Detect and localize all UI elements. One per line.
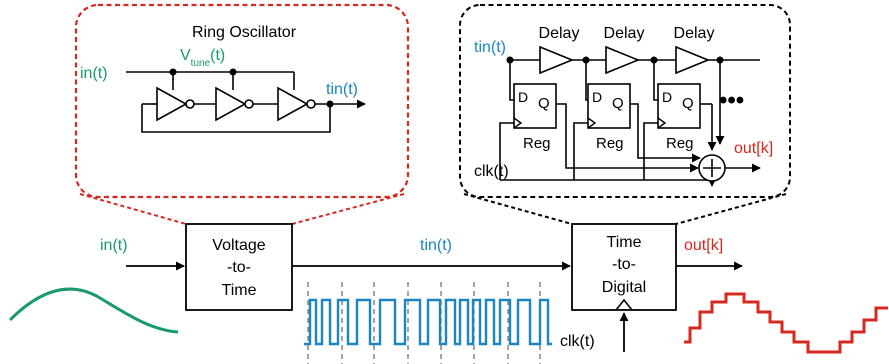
tdc-detail-frame bbox=[459, 4, 791, 198]
input-sine-wave bbox=[8, 287, 179, 334]
tdc-clock-label: clk(t) bbox=[474, 163, 509, 180]
delay-buffer-icon bbox=[675, 45, 711, 75]
svg-text:Voltage: Voltage bbox=[212, 237, 265, 254]
svg-text:-to-: -to- bbox=[612, 256, 636, 273]
output-staircase bbox=[684, 292, 888, 354]
tdc-input-label: tin(t) bbox=[474, 39, 506, 56]
svg-text:D: D bbox=[592, 89, 602, 105]
svg-text:Q: Q bbox=[538, 95, 550, 112]
reg-label: Reg bbox=[666, 135, 694, 152]
waveforms bbox=[8, 282, 888, 364]
inverter-icon bbox=[277, 86, 316, 122]
delay-buffer-icon bbox=[539, 45, 575, 75]
svg-text:Time: Time bbox=[607, 234, 642, 251]
ellipsis: ••• bbox=[719, 87, 744, 114]
vtune-label: Vtune(t) bbox=[180, 47, 225, 69]
svg-text:D: D bbox=[518, 89, 528, 105]
svg-text:Digital: Digital bbox=[602, 279, 646, 296]
delay-label: Delay bbox=[539, 25, 580, 42]
chain-output-label: out[k] bbox=[684, 237, 723, 254]
svg-text:D: D bbox=[662, 89, 672, 105]
tdc-output-label: out[k] bbox=[734, 140, 773, 157]
tdc-detail-panel: tin(t) Delay Delay Delay ••• D Q Reg D bbox=[459, 4, 791, 198]
ring-oscillator-frame bbox=[74, 3, 410, 199]
inverter-icon bbox=[156, 86, 195, 122]
adder-icon bbox=[698, 154, 726, 182]
delay-label: Delay bbox=[674, 25, 715, 42]
main-chain: in(t) Voltage -to- Time tin(t) Time -to-… bbox=[100, 223, 743, 352]
reg-label: Reg bbox=[596, 135, 624, 152]
ring-oscillator-title: Ring Oscillator bbox=[192, 24, 297, 41]
pwm-pulse-train bbox=[304, 298, 552, 346]
chain-mid-label: tin(t) bbox=[420, 237, 452, 254]
time-to-digital-block bbox=[571, 223, 677, 311]
svg-text:Q: Q bbox=[612, 95, 624, 112]
clock-sample-lines bbox=[307, 282, 541, 364]
register-block: D Q Reg bbox=[657, 83, 701, 152]
clock-input-icon bbox=[615, 298, 633, 311]
inverter-icon bbox=[215, 86, 254, 122]
reg-label: Reg bbox=[523, 135, 551, 152]
delay-label: Delay bbox=[604, 25, 645, 42]
svg-text:-to-: -to- bbox=[227, 259, 251, 276]
svg-text:Q: Q bbox=[682, 95, 694, 112]
register-block: D Q Reg bbox=[513, 83, 557, 152]
ro-input-label: in(t) bbox=[80, 65, 108, 82]
chain-input-label: in(t) bbox=[100, 237, 128, 254]
ro-output-label: tin(t) bbox=[326, 81, 358, 98]
chain-clock-label: clk(t) bbox=[560, 333, 595, 350]
zoom-lines bbox=[79, 193, 787, 225]
voltage-to-time-block bbox=[185, 223, 293, 311]
svg-text:Time: Time bbox=[222, 282, 257, 299]
delay-buffer-icon bbox=[605, 45, 641, 75]
ring-oscillator-panel: Ring Oscillator in(t) Vtune(t) tin(t) bbox=[74, 3, 410, 199]
register-block: D Q Reg bbox=[587, 83, 631, 152]
